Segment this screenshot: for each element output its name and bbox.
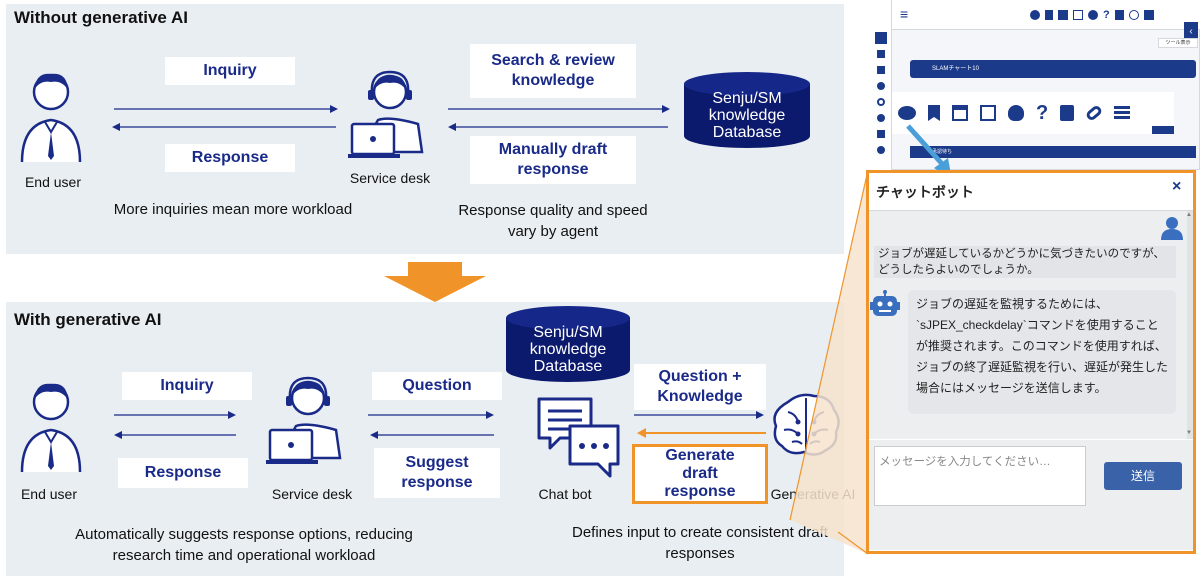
arrow-right-5 bbox=[634, 411, 764, 419]
chat-icon[interactable] bbox=[898, 106, 916, 120]
bolt-icon[interactable] bbox=[877, 66, 885, 74]
without-ai-title: Without generative AI bbox=[14, 8, 188, 27]
end-user-label-2: End user bbox=[20, 486, 78, 502]
alert-icon[interactable] bbox=[877, 82, 885, 90]
user-avatar-icon bbox=[1161, 217, 1183, 240]
circle-icon[interactable] bbox=[877, 98, 885, 106]
calendar-icon-small[interactable] bbox=[1058, 10, 1068, 20]
chatbot-title: チャットボット bbox=[876, 184, 974, 200]
dot-icon[interactable] bbox=[877, 114, 885, 122]
panel-item-bar[interactable]: 承認待ち bbox=[910, 146, 1196, 158]
caption-more-workload: More inquiries mean more workload bbox=[113, 201, 353, 218]
end-user-label: End user bbox=[24, 174, 82, 190]
chat-bubbles-icon bbox=[537, 397, 620, 478]
calendar-icon[interactable] bbox=[952, 105, 968, 121]
sidebar-icons bbox=[875, 32, 889, 154]
bot-avatar-icon bbox=[870, 290, 900, 316]
orange-arrow-left bbox=[637, 428, 766, 438]
arrow-left-4 bbox=[370, 431, 494, 439]
with-ai-title: With generative AI bbox=[14, 310, 162, 329]
chat-scrollbar[interactable] bbox=[1187, 211, 1193, 439]
caption-quality-vary: Response quality and speed vary by agent bbox=[458, 202, 648, 240]
service-desk-label-2: Service desk bbox=[271, 486, 353, 502]
menu-icon[interactable]: ≡ bbox=[900, 6, 909, 22]
scroll-down-icon[interactable]: ▼ bbox=[1186, 430, 1192, 436]
database-icon-2: Senju/SM knowledge Database bbox=[506, 306, 630, 382]
suggest-response-label: Suggest response bbox=[374, 448, 500, 498]
list-icon[interactable] bbox=[877, 130, 885, 138]
help-icon[interactable]: ? bbox=[1036, 102, 1049, 124]
help-icon-small[interactable]: ? bbox=[1103, 9, 1110, 21]
arrow-left bbox=[112, 123, 336, 131]
inquiry-label-2: Inquiry bbox=[122, 372, 252, 400]
question-knowledge-label: Question + Knowledge bbox=[634, 364, 766, 410]
panel-item-label: 承認待ち bbox=[932, 149, 953, 155]
book-icon-small[interactable] bbox=[1114, 10, 1124, 20]
db-line-2-b: knowledge bbox=[529, 341, 607, 358]
calendar2-icon-small[interactable] bbox=[1073, 10, 1083, 20]
scroll-up-icon[interactable]: ▲ bbox=[1186, 212, 1192, 218]
calendar-blank-icon[interactable] bbox=[980, 105, 996, 121]
arrow-left-3 bbox=[114, 431, 236, 439]
arrow-right bbox=[114, 105, 338, 113]
arrow-right-3 bbox=[114, 411, 236, 419]
bookmark-icon[interactable] bbox=[928, 105, 940, 121]
arrow-left-2 bbox=[448, 123, 668, 131]
tool-panel-label: ツール表示 bbox=[1158, 38, 1198, 48]
database-icon: Senju/SM knowledge Database bbox=[684, 72, 810, 148]
bug-icon[interactable] bbox=[1008, 105, 1024, 121]
book-icon[interactable] bbox=[1060, 105, 1075, 121]
user-message: ジョブが遅延しているかどうかに気づきたいのですが、どうしたらよいのでしょうか。 bbox=[874, 246, 1176, 278]
settings-icon[interactable] bbox=[877, 146, 885, 154]
grid-list-icon[interactable] bbox=[1114, 106, 1131, 120]
arrow-right-4 bbox=[368, 411, 494, 419]
end-user-icon-2 bbox=[20, 383, 82, 473]
end-user-icon bbox=[20, 73, 82, 163]
with-ai-panel bbox=[6, 302, 844, 576]
send-button[interactable]: 送信 bbox=[1104, 462, 1182, 490]
search-review-label: Search & review knowledge bbox=[470, 44, 636, 98]
bot-message: ジョブの遅延を監視するためには、`sJPEX_checkdelay`コマンドを使… bbox=[908, 290, 1176, 414]
caption-consistent-drafts: Defines input to create consistent draft… bbox=[572, 524, 828, 562]
bookmark-icon-small[interactable] bbox=[1045, 10, 1053, 20]
down-arrow-icon bbox=[384, 262, 486, 302]
slam-chart-bar[interactable]: SLAMチャート10 bbox=[910, 60, 1196, 78]
response-label-2: Response bbox=[118, 458, 248, 488]
inquiry-label: Inquiry bbox=[165, 57, 295, 85]
message-input[interactable]: メッセージを入力してください… bbox=[874, 446, 1086, 506]
arrow-right-2 bbox=[448, 105, 670, 113]
link-icon-small[interactable] bbox=[1128, 10, 1139, 20]
message-input-placeholder: メッセージを入力してください… bbox=[879, 456, 1051, 468]
db-line-3-b: Database bbox=[533, 358, 603, 375]
manual-draft-label: Manually draft response bbox=[470, 136, 636, 184]
link-icon[interactable] bbox=[1084, 104, 1104, 122]
doc-icon[interactable] bbox=[877, 50, 885, 58]
db-line-1-b: Senju/SM bbox=[533, 324, 603, 341]
bug-icon-small[interactable] bbox=[1088, 10, 1098, 20]
home-icon[interactable] bbox=[875, 32, 887, 44]
db-line-2: knowledge bbox=[708, 107, 786, 124]
db-line-1: Senju/SM bbox=[712, 90, 782, 107]
enlarged-toolbar-icons: ? bbox=[898, 102, 1131, 124]
enlarged-toolbar-tab bbox=[1152, 126, 1174, 134]
slam-chart-label: SLAMチャート10 bbox=[932, 66, 979, 72]
service-desk-icon-2 bbox=[266, 376, 342, 464]
chat-icon-small[interactable] bbox=[1030, 10, 1040, 20]
chat-divider bbox=[869, 210, 1193, 211]
caption-auto-suggest: Automatically suggests response options,… bbox=[75, 526, 413, 564]
close-icon[interactable]: × bbox=[1172, 178, 1182, 195]
service-desk-icon bbox=[348, 70, 424, 158]
collapse-tab[interactable]: ‹ bbox=[1184, 22, 1198, 42]
toolbar-icons-small: ? bbox=[1030, 9, 1154, 21]
generate-draft-label: Generate draft response bbox=[632, 444, 768, 504]
service-desk-label: Service desk bbox=[349, 170, 431, 186]
question-label: Question bbox=[372, 372, 502, 400]
db-line-3: Database bbox=[712, 124, 782, 141]
response-label: Response bbox=[165, 144, 295, 172]
chat-bot-label: Chat bot bbox=[538, 486, 592, 502]
grid-icon-small[interactable] bbox=[1143, 10, 1154, 20]
